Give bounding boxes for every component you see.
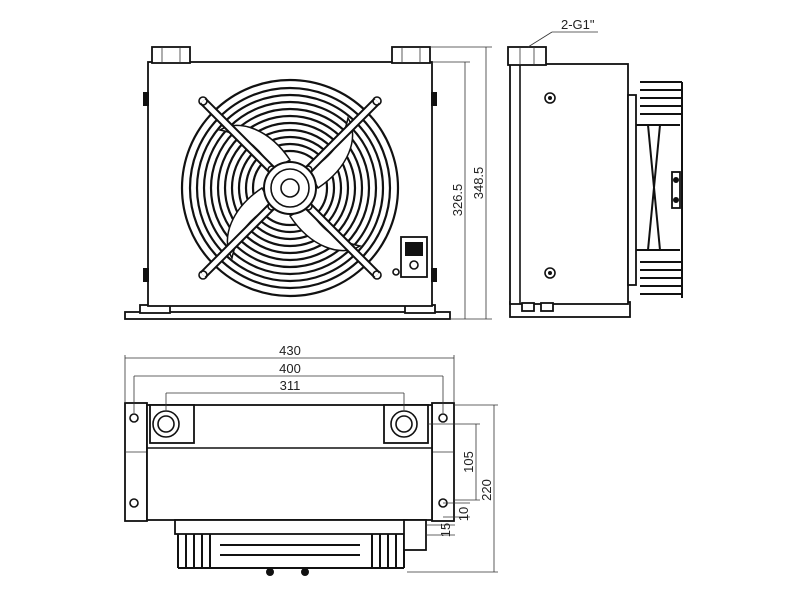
side-view: 2-G1" (507, 17, 683, 318)
side-port-nut (507, 46, 547, 66)
dim-326-5: 326.5 (450, 184, 465, 217)
top-port-left (149, 404, 195, 444)
dim-430: 430 (279, 343, 301, 358)
side-housing (509, 63, 629, 305)
dim-220: 220 (479, 479, 494, 501)
front-tab (143, 268, 149, 282)
top-fan-guard (174, 519, 427, 576)
front-tab (143, 92, 149, 106)
dim-400: 400 (279, 361, 301, 376)
side-bolt (544, 92, 556, 104)
dim-105: 105 (461, 451, 476, 473)
front-view: 326.5 348.5 (124, 46, 492, 320)
fan-grille (180, 78, 400, 298)
dim-10: 10 (456, 507, 471, 521)
side-fan-grille (627, 81, 683, 298)
junction-box (392, 236, 428, 278)
side-bolt (544, 267, 556, 279)
front-port-nut-right (391, 46, 431, 64)
front-base-plate (124, 311, 451, 320)
front-height-dimensions (430, 46, 492, 320)
port-label: 2-G1" (561, 17, 595, 32)
dim-311: 311 (280, 378, 301, 393)
top-width-dimensions (124, 355, 455, 413)
top-port-right (383, 404, 429, 444)
dim-15: 15 (438, 523, 453, 537)
dim-348-5: 348.5 (471, 167, 486, 200)
front-port-nut-left (151, 46, 191, 64)
front-tab (431, 92, 437, 106)
fan-hub (263, 161, 317, 215)
front-tab (431, 268, 437, 282)
top-view: 430 400 311 105 220 10 15 (124, 343, 498, 576)
top-depth-dimensions (407, 404, 498, 573)
